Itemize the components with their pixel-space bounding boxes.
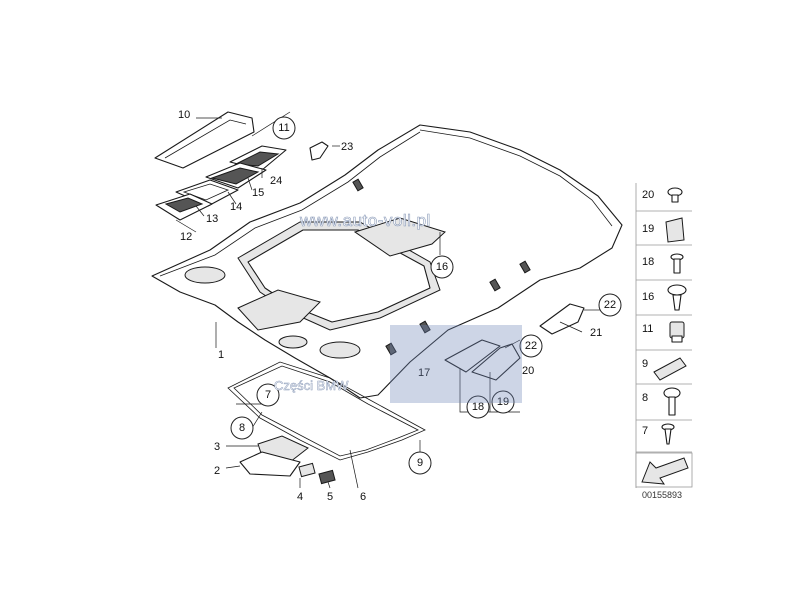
circled-label-7: 7 xyxy=(265,389,271,401)
label-13: 13 xyxy=(206,213,218,225)
watermark-logo xyxy=(390,325,522,403)
circled-label-9: 9 xyxy=(417,457,423,469)
headliner-part xyxy=(151,124,623,399)
push-clip-icon xyxy=(667,187,683,203)
watermark-url: www.auto-voll.pl xyxy=(299,211,431,230)
label-3: 3 xyxy=(214,441,220,453)
label-17: 17 xyxy=(418,367,430,379)
self-tapping-screw-icon xyxy=(661,423,675,445)
label-23: 23 xyxy=(341,141,353,153)
doc-number: 00155893 xyxy=(642,490,682,500)
label-1: 1 xyxy=(218,349,224,361)
circled-labels: 7 8 9 11 16 18 19 22 22 23 xyxy=(230,116,622,475)
label-4: 4 xyxy=(297,491,303,503)
legend-num-16: 16 xyxy=(642,291,654,303)
label-20: 20 xyxy=(522,365,534,377)
label-6: 6 xyxy=(360,491,366,503)
arrow-icon xyxy=(641,457,689,485)
legend-num-11: 11 xyxy=(642,323,653,335)
circled-label-8: 8 xyxy=(239,422,245,434)
legend-num-18: 18 xyxy=(642,256,654,268)
insulation-mat-part xyxy=(227,361,426,461)
watermark: www.auto-voll.pl Części BMW xyxy=(274,211,522,403)
clip-part-23 xyxy=(309,141,329,161)
bracket-clip-icon xyxy=(653,357,687,381)
circled-label-22a: 22 xyxy=(525,340,537,352)
legend-num-7: 7 xyxy=(642,425,648,437)
handle-bracket-parts xyxy=(444,303,585,413)
legend-num-9: 9 xyxy=(642,358,648,370)
circled-label-18: 18 xyxy=(472,401,484,413)
clip-nut-icon xyxy=(669,321,685,343)
label-24: 24 xyxy=(270,175,282,187)
spreading-rivet-icon xyxy=(670,253,684,274)
watermark-subtitle: Części BMW xyxy=(274,378,349,393)
circled-label-11: 11 xyxy=(278,122,289,134)
circled-label-22b: 22 xyxy=(604,299,616,311)
clip-plate-icon xyxy=(665,217,685,243)
legend-num-19: 19 xyxy=(642,223,654,235)
circled-label-19: 19 xyxy=(497,396,509,408)
screw-icon xyxy=(663,387,681,416)
label-5: 5 xyxy=(327,491,333,503)
leader-lines xyxy=(175,111,600,489)
fir-tree-clip-icon xyxy=(667,284,687,311)
label-14: 14 xyxy=(230,201,242,213)
label-2: 2 xyxy=(214,465,220,477)
label-15: 15 xyxy=(252,187,264,199)
legend-num-8: 8 xyxy=(642,392,648,404)
console-parts-stack xyxy=(154,111,287,221)
lower-small-parts xyxy=(239,435,336,485)
legend-num-20: 20 xyxy=(642,189,654,201)
label-12: 12 xyxy=(180,231,192,243)
circled-label-16: 16 xyxy=(436,261,448,273)
fastener-legend: 20 19 18 16 11 9 8 xyxy=(635,183,693,500)
part-labels: 1 2 3 4 5 6 10 12 13 14 15 17 20 21 24 xyxy=(178,109,602,503)
label-10: 10 xyxy=(178,109,190,121)
label-21: 21 xyxy=(590,327,602,339)
